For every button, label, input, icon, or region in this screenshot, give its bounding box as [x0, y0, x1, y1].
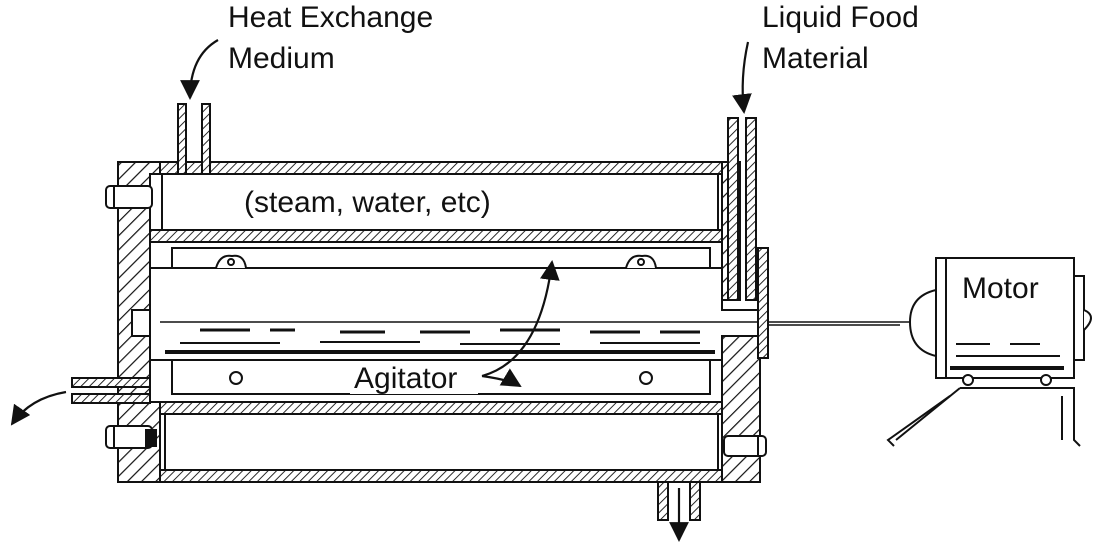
left-outlet-arrow	[10, 390, 67, 426]
heat-medium-inlet-pipe	[177, 103, 211, 175]
left-outlet-pipe	[71, 377, 151, 404]
agitator-arrow-right	[481, 368, 522, 388]
motor-label: Motor	[962, 272, 1039, 305]
liquid-streaks	[165, 324, 900, 354]
liquid-food-material-label-1: Liquid Food	[762, 1, 919, 34]
liquid-food-material-label-2: Material	[762, 42, 869, 75]
heat-exchange-medium-label-2: Medium	[228, 42, 335, 75]
steam-water-note: (steam, water, etc)	[244, 186, 491, 219]
liquid-food-arrow	[732, 41, 752, 114]
agitator-label: Agitator	[354, 362, 457, 395]
liquid-food-inlet-pipe	[727, 117, 769, 359]
motor	[886, 257, 1092, 447]
bottom-outlet-pipe	[657, 481, 701, 521]
heat-exchange-medium-label-1: Heat Exchange	[228, 1, 433, 34]
agitator-blade-top	[215, 254, 657, 269]
heat-medium-arrow	[180, 39, 219, 100]
agitator-label-bg	[350, 362, 478, 394]
flow-arrows	[10, 39, 752, 542]
inner-chamber	[149, 247, 930, 361]
agitator-arrow-up	[481, 260, 560, 378]
